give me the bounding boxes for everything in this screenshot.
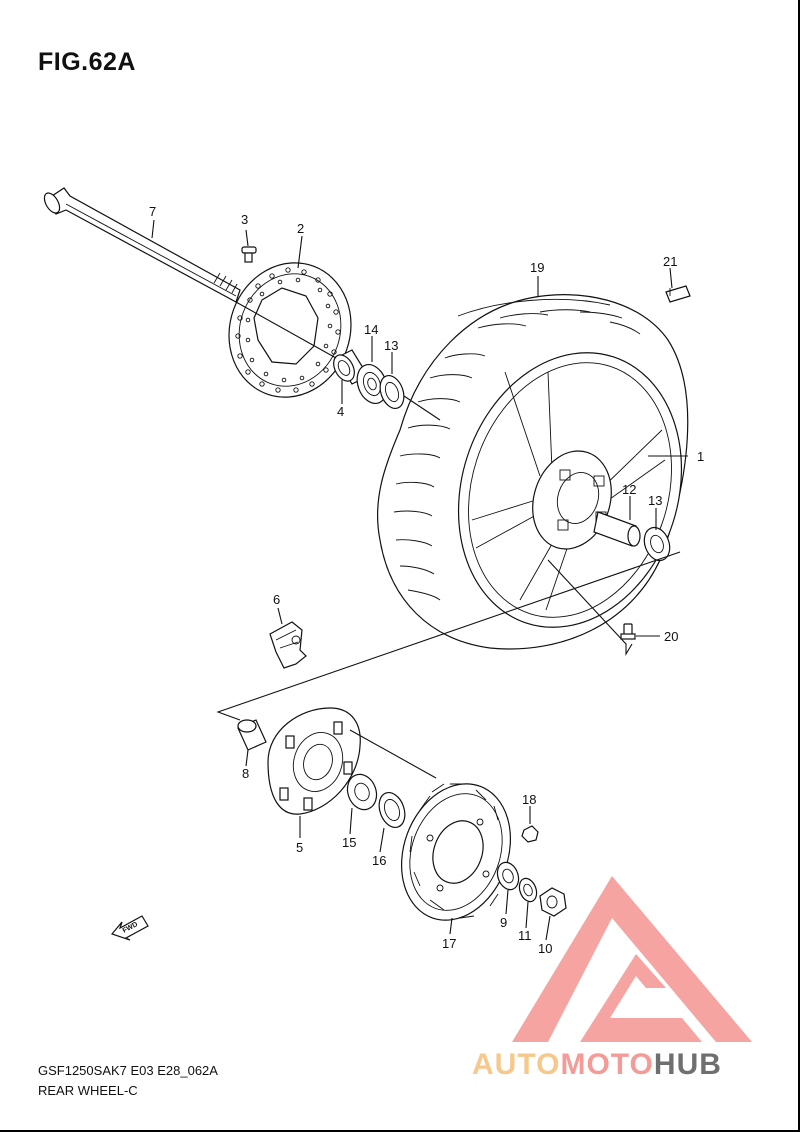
callout-13-lower: 13 xyxy=(648,493,662,508)
part-brake-disc-bolt[interactable] xyxy=(241,246,257,263)
watermark-logo xyxy=(512,876,752,1042)
part-axle-nut[interactable] xyxy=(539,887,567,917)
callout-numbers: 1 2 3 4 5 6 7 8 9 10 11 12 13 13 14 15 1… xyxy=(149,204,704,956)
part-brake-disc[interactable] xyxy=(210,246,369,415)
callout-8: 8 xyxy=(242,766,249,781)
callout-14: 14 xyxy=(364,322,378,337)
callout-5: 5 xyxy=(296,840,303,855)
part-tire[interactable] xyxy=(377,294,716,657)
part-rear-sprocket[interactable] xyxy=(383,768,529,935)
model-code: GSF1250SAK7 E03 E28_062A xyxy=(38,1063,218,1078)
callout-16: 16 xyxy=(372,853,386,868)
part-axle[interactable] xyxy=(41,187,241,303)
callout-20: 20 xyxy=(664,629,678,644)
part-washer[interactable] xyxy=(516,876,539,904)
callout-1: 1 xyxy=(697,449,704,464)
forward-direction-arrow: FWD xyxy=(110,915,149,941)
callout-3: 3 xyxy=(241,212,248,227)
callout-6: 6 xyxy=(273,592,280,607)
part-sprocket-nut[interactable] xyxy=(521,825,539,843)
callout-4: 4 xyxy=(337,404,344,419)
callout-21: 21 xyxy=(663,254,677,269)
part-balancer-weight[interactable] xyxy=(665,285,691,303)
callout-12: 12 xyxy=(622,482,636,497)
part-tire-valve[interactable] xyxy=(620,623,636,640)
part-bearing-right[interactable] xyxy=(640,524,674,564)
callout-2: 2 xyxy=(297,221,304,236)
section-title: REAR WHEEL-C xyxy=(38,1083,138,1098)
part-rear-brake-bracket[interactable] xyxy=(269,621,307,669)
part-rear-axle-spacer[interactable] xyxy=(494,859,522,892)
callout-9: 9 xyxy=(500,915,507,930)
watermark-auto: AUTO xyxy=(472,1048,561,1081)
watermark-moto: MOTO xyxy=(560,1048,654,1081)
part-sprocket-mounting-drum-spacer[interactable] xyxy=(237,719,267,751)
part-drum-oil-seal[interactable] xyxy=(375,789,410,831)
callout-18: 18 xyxy=(522,792,536,807)
part-drum-bearing[interactable] xyxy=(343,770,382,813)
callout-17: 17 xyxy=(442,936,456,951)
watermark-hub: HUB xyxy=(653,1048,722,1081)
callout-10: 10 xyxy=(538,941,552,956)
watermark-brand-text: AUTOMOTOHUB xyxy=(472,1048,722,1082)
callout-13-upper: 13 xyxy=(384,338,398,353)
leader-lines xyxy=(151,219,688,941)
callout-7: 7 xyxy=(149,204,156,219)
part-sprocket-drum[interactable] xyxy=(267,707,361,815)
callout-15: 15 xyxy=(342,835,356,850)
figure-title: FIG.62A xyxy=(38,48,136,76)
callout-11: 11 xyxy=(518,928,532,943)
callout-19: 19 xyxy=(530,260,544,275)
part-oil-seal-left[interactable] xyxy=(376,372,408,411)
